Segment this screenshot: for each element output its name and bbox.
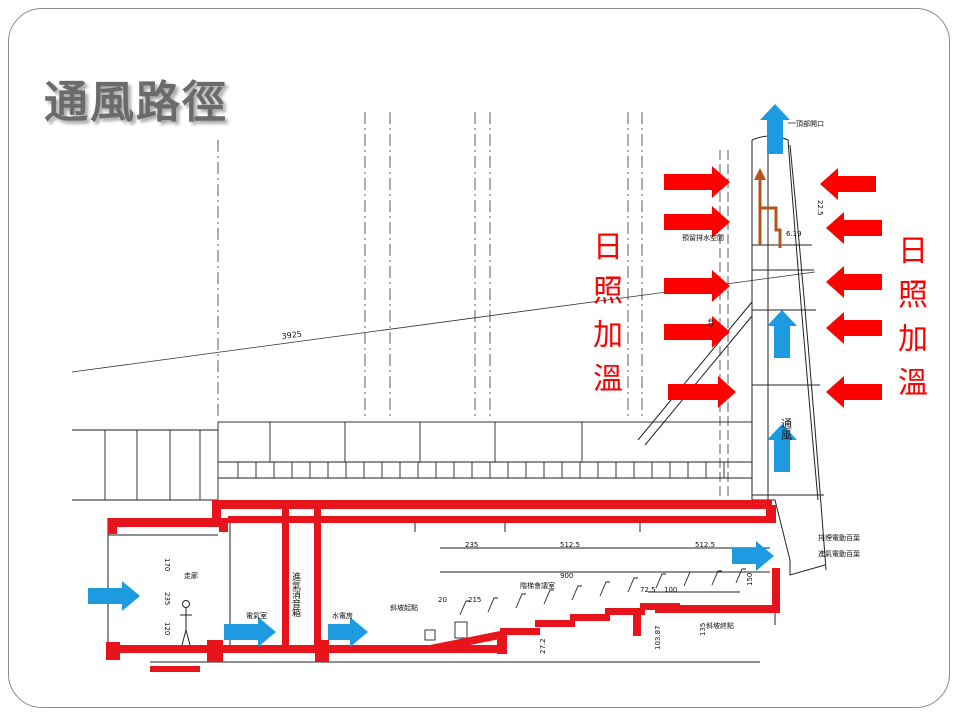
seating-rows bbox=[424, 568, 746, 641]
person-figure bbox=[180, 600, 192, 646]
sloped-glazing bbox=[637, 301, 753, 446]
dimension-40: 40 bbox=[706, 318, 714, 327]
roof-plenum-top bbox=[212, 500, 772, 509]
updraft-arrow-upper bbox=[767, 310, 797, 358]
dimension-135: 135 bbox=[699, 623, 707, 636]
dimension-103-87: 103.87 bbox=[654, 626, 662, 651]
heat-arrow-right-2 bbox=[826, 212, 882, 244]
solar-heat-arrows-right bbox=[820, 168, 882, 408]
heat-arrow-left-3 bbox=[664, 270, 730, 302]
dimension-512-a: 512.5 bbox=[560, 541, 580, 549]
dimension-100: 100 bbox=[664, 586, 677, 594]
airflow-arrow-riser bbox=[732, 541, 774, 571]
label-note-right-2: 進氣電動百葉 bbox=[818, 549, 860, 558]
red-duct-system bbox=[106, 500, 780, 672]
dimension-3925: 3925 bbox=[281, 330, 302, 341]
label-slope-start: 斜坡起點 bbox=[390, 603, 418, 612]
dimension-235-left: 235 bbox=[163, 592, 171, 605]
heat-arrow-right-1 bbox=[820, 168, 876, 200]
exhaust-arrow-top bbox=[760, 104, 790, 154]
dimension-120: 120 bbox=[163, 622, 171, 635]
heat-arrow-right-5 bbox=[826, 376, 882, 408]
silencer-duct-left bbox=[282, 505, 289, 645]
silencer-duct-right bbox=[314, 505, 321, 645]
dimension-235-top: 235 bbox=[465, 541, 478, 549]
dimension-170: 170 bbox=[163, 558, 171, 571]
label-slope-end: 斜坡終點 bbox=[706, 621, 734, 630]
airflow-arrows bbox=[88, 104, 797, 647]
slide-title: 通風路徑 bbox=[44, 77, 228, 128]
riser-duct bbox=[772, 568, 780, 613]
label-silencer-box: 進氣消音箱 bbox=[290, 571, 301, 618]
label-reserved-drain: 預留排水空間 bbox=[682, 233, 724, 242]
label-ventilation: 通風 bbox=[780, 418, 793, 441]
truss-verticals bbox=[237, 422, 725, 478]
label-corridor: 走廊 bbox=[184, 571, 198, 580]
label-electrical-room: 電氣室 bbox=[246, 611, 267, 620]
label-machine-room: 水電房 bbox=[332, 611, 353, 620]
dimension-20: 20 bbox=[438, 596, 447, 604]
airflow-arrow-floor-1 bbox=[224, 617, 276, 647]
dimension-27-2: 27.2 bbox=[539, 638, 547, 654]
heat-arrow-left-4 bbox=[664, 316, 730, 348]
chimney-flow-path bbox=[754, 168, 782, 248]
label-tiered-hall: 階梯會議室 bbox=[520, 581, 555, 590]
dimension-72-5: 72.5 bbox=[640, 586, 656, 594]
right-solar-heating-label: 日照加溫 bbox=[898, 234, 928, 401]
drawing-labels: 頂部開口 預留排水空間 6.19 22.5 40 通風 排煙電動百葉 進氣電動百… bbox=[163, 119, 860, 654]
heat-arrow-right-4 bbox=[826, 312, 882, 344]
intake-arrow-corridor bbox=[88, 581, 140, 611]
construction-lines bbox=[71, 112, 816, 500]
dimension-6-19: 6.19 bbox=[786, 230, 802, 238]
tower-duct-cap bbox=[766, 505, 776, 523]
airflow-arrow-floor-2 bbox=[328, 617, 368, 647]
dimension-215: 215 bbox=[468, 596, 481, 604]
under-seat-duct bbox=[655, 605, 780, 613]
solar-heat-arrows-left bbox=[664, 166, 736, 408]
heat-arrow-right-3 bbox=[826, 266, 882, 298]
updraft-arrow-lower bbox=[767, 424, 797, 472]
dimension-512-b: 512.5 bbox=[695, 541, 715, 549]
left-solar-heating-label: 日照加溫 bbox=[593, 230, 623, 397]
dimension-150: 150 bbox=[746, 573, 754, 586]
label-note-right-1: 排煙電動百葉 bbox=[818, 533, 860, 542]
heat-arrow-left-5 bbox=[668, 376, 736, 408]
dimension-22-5: 22.5 bbox=[816, 200, 824, 216]
ceiling-duct bbox=[228, 516, 768, 523]
slide-frame bbox=[8, 8, 950, 708]
roof-plenum-left bbox=[212, 500, 221, 522]
heat-arrow-left-1 bbox=[664, 166, 730, 198]
roof-truss bbox=[72, 421, 753, 503]
corridor-duct-cap bbox=[108, 518, 117, 534]
corridor-duct-top bbox=[108, 518, 228, 527]
label-top-opening: 頂部開口 bbox=[796, 119, 824, 128]
heat-arrow-left-2 bbox=[664, 206, 730, 238]
dimension-900: 900 bbox=[560, 572, 573, 580]
floor-duct bbox=[106, 645, 506, 653]
